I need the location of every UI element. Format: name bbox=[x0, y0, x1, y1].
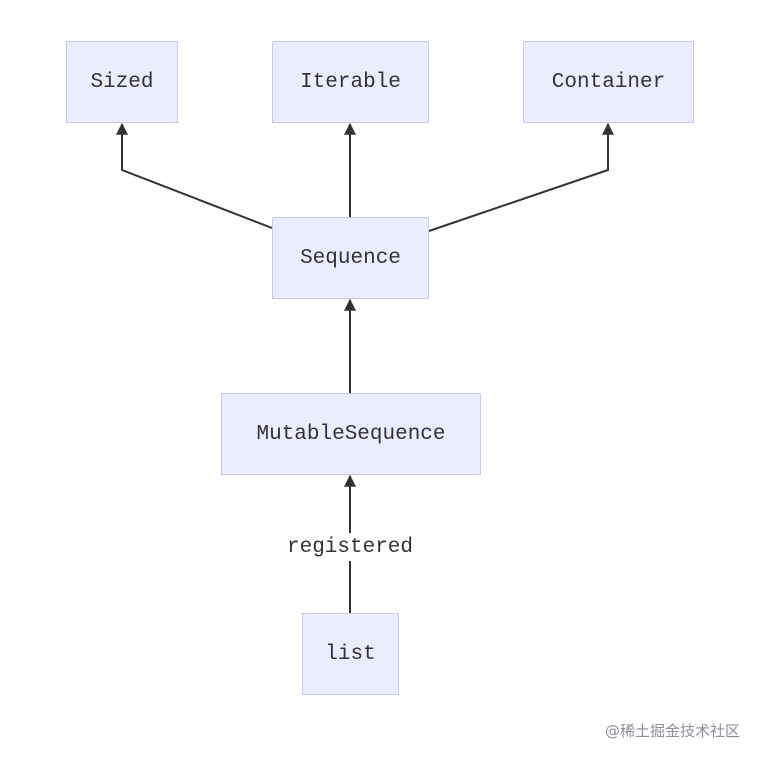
node-sequence-label: Sequence bbox=[300, 246, 401, 270]
node-mutable-sequence: MutableSequence bbox=[221, 393, 481, 475]
node-mutable-sequence-label: MutableSequence bbox=[256, 422, 446, 446]
node-list: list bbox=[302, 613, 399, 695]
node-sequence: Sequence bbox=[272, 217, 429, 299]
edge-label-registered-text: registered bbox=[286, 535, 414, 559]
node-sized-label: Sized bbox=[90, 70, 154, 94]
watermark: @稀土掘金技术社区 bbox=[604, 722, 740, 740]
node-iterable-label: Iterable bbox=[300, 70, 401, 94]
node-list-label: list bbox=[325, 642, 376, 666]
edge-sequence-to-container bbox=[428, 122, 614, 232]
edge-sequence-to-sized bbox=[116, 122, 273, 229]
edge-label-registered: registered bbox=[270, 533, 430, 561]
node-container-label: Container bbox=[551, 70, 666, 94]
node-container: Container bbox=[523, 41, 694, 123]
node-iterable: Iterable bbox=[272, 41, 429, 123]
node-sized: Sized bbox=[66, 41, 178, 123]
